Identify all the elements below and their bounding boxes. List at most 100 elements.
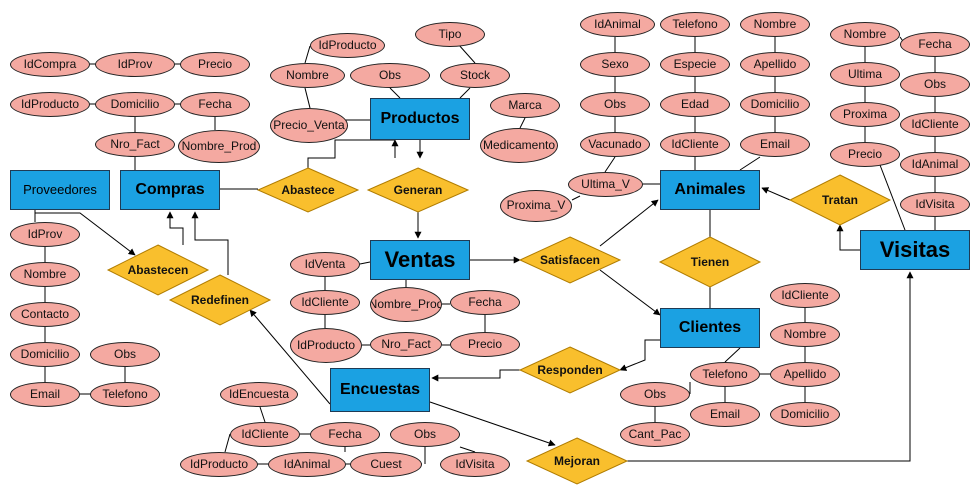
attribute-prov-idprov: IdProv (10, 222, 80, 247)
attribute-vis-ultima: Ultima (830, 62, 900, 87)
attribute-cli-nombre: Nombre (770, 322, 840, 347)
attribute-cli-obs: Obs (620, 382, 690, 407)
attribute-cli-idcliente: IdCliente (770, 283, 840, 308)
attribute-enc-fecha: Fecha (310, 422, 380, 447)
attribute-compras-idproducto: IdProducto (10, 92, 90, 117)
attribute-compras-idcompra: IdCompra (10, 52, 90, 77)
attribute-prod-marca: Marca (490, 93, 560, 118)
attribute-prov-nombre: Nombre (10, 262, 80, 287)
relationship-mejoran: Mejoran (525, 437, 629, 485)
arrow-mejoran-visitas (627, 271, 914, 462)
attribute-prod-medicamento: Medicamento (480, 128, 558, 163)
relationship-label: Redefinen (190, 293, 249, 307)
attribute-prod-nombre: Nombre (270, 63, 345, 88)
attribute-compras-domicilio: Domicilio (95, 92, 175, 117)
arrow-responden-encuestas (431, 369, 520, 382)
relationship-satisfacen: Satisfacen (518, 236, 622, 284)
attribute-vis-proxima: Proxima (830, 102, 900, 127)
relationship-diamond-shape (106, 244, 210, 296)
attribute-link (571, 195, 581, 201)
attribute-an-obs: Obs (580, 92, 650, 117)
connector-abastece-productos (307, 139, 396, 168)
attribute-link (459, 87, 471, 99)
attribute-link (259, 406, 266, 423)
attribute-link (879, 164, 906, 231)
entity-ventas: Ventas (370, 240, 470, 280)
attribute-vis-idcliente: IdCliente (900, 112, 970, 137)
relationship-label: Abastecen (127, 263, 189, 277)
relationship-diamond-shape (366, 167, 470, 213)
attribute-link (519, 117, 526, 129)
arrow-abastecen-compras (166, 211, 184, 245)
attribute-prod-stock: Stock (440, 63, 510, 88)
attribute-an-edad: Edad (660, 92, 730, 117)
attribute-cli-email: Email (690, 402, 760, 427)
attribute-an-domicilio: Domicilio (740, 92, 810, 117)
relationship-abastecen: Abastecen (106, 244, 210, 296)
entity-encuestas: Encuestas (330, 368, 430, 412)
attribute-link (304, 45, 311, 64)
attribute-enc-idproducto: IdProducto (180, 452, 258, 477)
attribute-prod-obs: Obs (350, 63, 430, 88)
relationship-diamond-shape (168, 274, 272, 326)
attribute-vis-nombre: Nombre (830, 22, 900, 47)
entity-clientes: Clientes (660, 308, 760, 348)
relationship-diamond-shape (525, 437, 629, 485)
attribute-prov-obs: Obs (90, 342, 160, 367)
attribute-enc-obs: Obs (390, 422, 460, 447)
attribute-an-telefono: Telefono (660, 12, 730, 37)
arrow-tratan-animales (761, 187, 791, 201)
attribute-link (304, 87, 311, 109)
attribute-compras-precio: Precio (180, 52, 250, 77)
attribute-an-email: Email (740, 132, 810, 157)
entity-compras: Compras (120, 170, 220, 210)
attribute-ven-idventa: IdVenta (290, 252, 360, 277)
attribute-vis-fecha: Fecha (900, 32, 970, 57)
attribute-vis-idvisita: IdVisita (900, 192, 970, 217)
attribute-enc-idvisita: IdVisita (440, 452, 510, 477)
arrow-encuestas-redefinen (249, 309, 331, 405)
attribute-vis-precio: Precio (830, 142, 900, 167)
relationship-diamond-shape (256, 167, 360, 213)
attribute-an-apellido: Apellido (740, 52, 810, 77)
attribute-ven-nro-fact: Nro_Fact (370, 332, 442, 357)
attribute-prod-precio-venta: Precio_Venta (270, 108, 348, 143)
relationship-abastece: Abastece (256, 167, 360, 213)
attribute-an-idcliente: IdCliente (660, 132, 730, 157)
arrow-satisfacen-clientes (599, 269, 661, 316)
attribute-an-ultima-v: Ultima_V (568, 172, 643, 197)
relationship-responden: Responden (518, 346, 622, 394)
attribute-link (224, 433, 231, 453)
attribute-ven-nombre-prod: Nombre_Prod (370, 287, 442, 322)
attribute-an-idanimal: IdAnimal (580, 12, 655, 37)
relationship-label: Generan (393, 183, 443, 197)
arrow-proveedores-abastecen (34, 210, 136, 256)
attribute-prov-domicilio: Domicilio (10, 342, 80, 367)
attribute-link (739, 156, 761, 171)
attribute-cli-cant-pac: Cant_Pac (620, 422, 690, 447)
relationship-label: Mejoran (553, 454, 600, 468)
attribute-vis-idanimal: IdAnimal (900, 152, 970, 177)
attribute-compras-fecha: Fecha (180, 92, 250, 117)
arrow-encuestas-mejoran (429, 401, 556, 447)
relationship-label: Tratan (821, 193, 858, 207)
attribute-vis-obs: Obs (900, 72, 970, 97)
attribute-prod-tipo: Tipo (415, 22, 485, 47)
attribute-cli-telefono: Telefono (690, 362, 760, 387)
attribute-prod-idproducto: IdProducto (310, 33, 385, 58)
relationship-diamond-shape (788, 174, 892, 226)
attribute-cli-apellido: Apellido (770, 362, 840, 387)
attribute-compras-idprov: IdProv (95, 52, 175, 77)
attribute-enc-idencuesta: IdEncuesta (220, 382, 298, 407)
relationship-tratan: Tratan (788, 174, 892, 226)
attribute-ven-idcliente: IdCliente (290, 290, 360, 315)
relationship-label: Satisfacen (539, 253, 601, 267)
attribute-link (359, 261, 371, 265)
entity-productos: Productos (370, 98, 470, 140)
attribute-prov-email: Email (10, 382, 80, 407)
attribute-link (724, 347, 741, 363)
relationship-label: Abastece (281, 183, 335, 197)
attribute-ven-fecha: Fecha (450, 290, 520, 315)
relationship-diamond-shape (518, 236, 622, 284)
relationship-diamond-shape (658, 236, 762, 288)
